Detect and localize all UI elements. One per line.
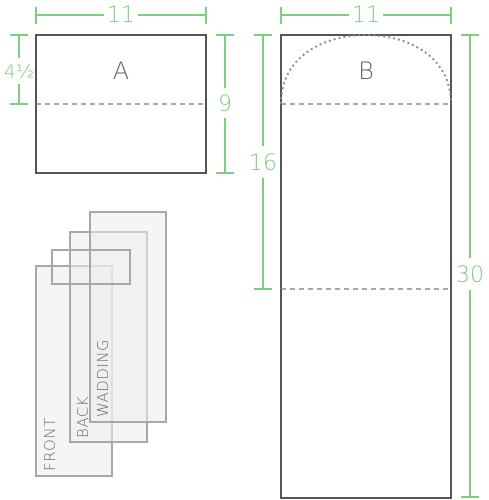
fabric-layers: FRONT BACK WADDING (35, 211, 167, 477)
panel-b-height-dimension: 30 (456, 34, 484, 498)
panel-b-width-label: 11 (352, 3, 380, 28)
panel-a-fold-dimension: 4½ (4, 34, 35, 105)
panel-b-outline (280, 34, 452, 499)
panel-a-width-label: 11 (107, 3, 135, 28)
panel-b-curve (280, 33, 452, 105)
panel-a-height-dimension: 9 (216, 34, 234, 174)
panel-b: B 11 16 30 (249, 3, 484, 499)
panel-a-width-dimension: 11 (35, 3, 207, 28)
panel-b-fold-dimension: 16 (249, 34, 277, 290)
wadding-layer (89, 211, 167, 423)
wadding-label: WADDING (94, 339, 112, 417)
panel-b-letter: B (358, 57, 374, 85)
layer-overlap-rect (51, 249, 131, 285)
panel-b-width-dimension: 11 (280, 3, 452, 28)
panel-a: A 11 9 4½ (4, 3, 234, 174)
panel-b-fold-label: 16 (249, 151, 277, 176)
panel-b-height-label: 30 (456, 263, 484, 288)
front-label: FRONT (41, 417, 59, 471)
back-label: BACK (74, 396, 92, 438)
panel-a-height-label: 9 (218, 92, 232, 117)
panel-a-letter: A (113, 57, 129, 85)
panel-a-fold-label: 4½ (4, 61, 35, 83)
